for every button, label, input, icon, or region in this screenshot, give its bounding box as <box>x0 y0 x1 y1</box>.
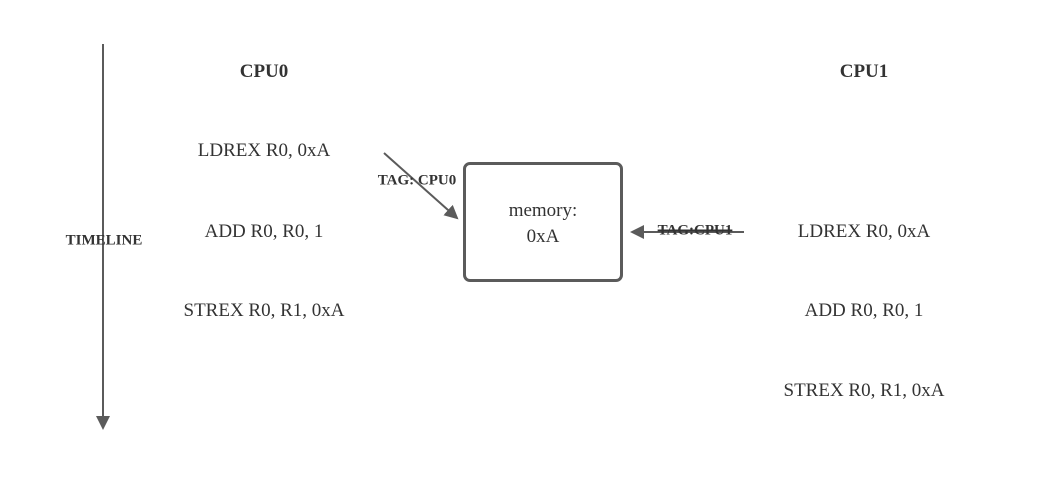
cpu0-instruction-strex: STREX R0, R1, 0xA <box>183 300 345 321</box>
memory-address: 0xA <box>526 226 560 247</box>
cpu0-title: CPU0 <box>239 61 289 82</box>
cpu0-tag-label: TAG: CPU0 <box>377 172 457 189</box>
cpu1-instruction-strex: STREX R0, R1, 0xA <box>783 380 945 401</box>
cpu1-title: CPU1 <box>839 61 889 82</box>
cpu1-tag-label: TAG:CPU1 <box>657 222 733 239</box>
cpu0-instruction-add: ADD R0, R0, 1 <box>204 221 324 242</box>
cpu1-instruction-ldrex: LDREX R0, 0xA <box>797 221 931 242</box>
cpu0-instruction-ldrex: LDREX R0, 0xA <box>197 140 331 161</box>
cpu0-tag-arrow <box>383 152 459 220</box>
timeline-label: TIMELINE <box>65 232 143 249</box>
memory-label-line1: memory: <box>508 200 578 221</box>
memory-label: memory: 0xA <box>466 198 620 250</box>
memory-box: memory: 0xA <box>463 162 623 282</box>
cpu1-instruction-add: ADD R0, R0, 1 <box>804 300 924 321</box>
